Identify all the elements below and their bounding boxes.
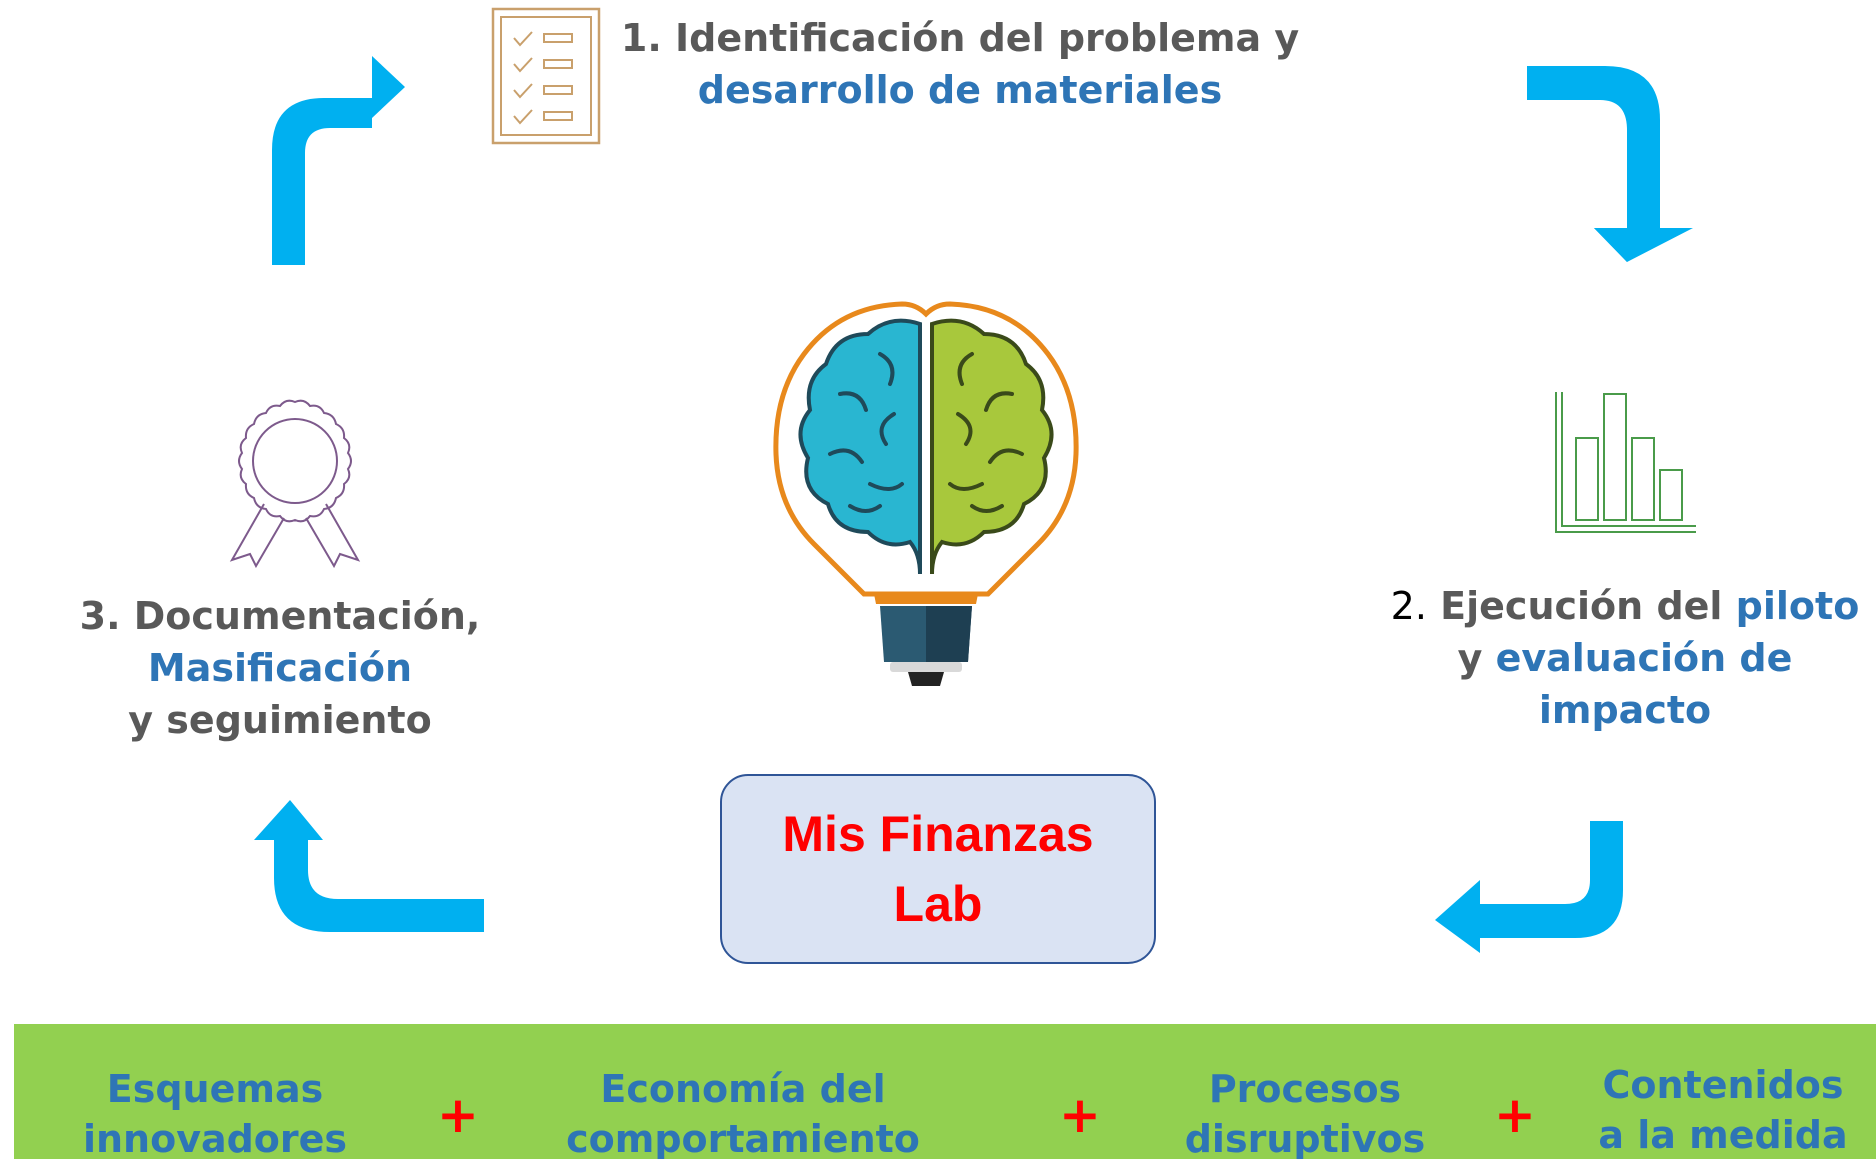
arrow-bottom-right: [1435, 821, 1623, 953]
step2-text-b: piloto: [1735, 584, 1860, 628]
step1-label: 1. Identificación del problema y desarro…: [600, 12, 1320, 116]
step2-line1: 2. Ejecución del piloto: [1380, 580, 1870, 632]
step1-line1: 1. Identificación del problema y: [620, 16, 1300, 60]
brain-lightbulb-icon: [773, 301, 1079, 686]
center-title-line2: Lab: [893, 876, 983, 932]
pillar-procesos-line1: Procesos: [1208, 1067, 1402, 1111]
step3-line1: 3. Documentación,: [79, 594, 481, 638]
pillar-economia-line1: Economía del: [600, 1067, 886, 1111]
center-title: Mis Finanzas Lab: [782, 799, 1093, 939]
pillar-contenidos: Contenidos a la medida: [1578, 1060, 1868, 1159]
plus-separator-1: +: [437, 1086, 479, 1144]
award-ribbon-icon: [229, 399, 361, 568]
step2-text-a: Ejecución del: [1426, 584, 1736, 628]
bar-chart-icon: [1555, 392, 1696, 533]
plus-separator-2: +: [1059, 1086, 1101, 1144]
center-title-line1: Mis Finanzas: [782, 806, 1094, 862]
bottom-pillars-bar: [14, 1024, 1876, 1159]
checklist-icon: [491, 7, 601, 145]
step2-text-d: evaluación de: [1495, 636, 1793, 680]
step2-label: 2. Ejecución del piloto y evaluación de …: [1380, 580, 1870, 736]
step3-line2: Masificación: [147, 646, 413, 690]
step2-line2: y evaluación de: [1380, 632, 1870, 684]
pillar-contenidos-line1: Contenidos: [1602, 1063, 1844, 1107]
pillar-esquemas-line1: Esquemas: [106, 1067, 324, 1111]
arrow-top-right: [1527, 66, 1693, 262]
center-title-box: Mis Finanzas Lab: [720, 774, 1156, 964]
plus-separator-3: +: [1494, 1086, 1536, 1144]
arrow-top-left: [272, 56, 405, 265]
pillar-esquemas-line2: innovadores: [82, 1117, 348, 1159]
pillar-procesos: Procesos disruptivos: [1170, 1064, 1440, 1159]
step2-line3: impacto: [1538, 688, 1712, 732]
pillar-procesos-line2: disruptivos: [1184, 1117, 1426, 1159]
step3-line3: y seguimiento: [128, 698, 432, 742]
pillar-economia-line2: comportamiento: [566, 1117, 920, 1159]
step2-number: 2.: [1390, 584, 1427, 628]
step1-line2: desarrollo de materiales: [697, 68, 1223, 112]
step2-text-c: y: [1457, 636, 1496, 680]
pillar-contenidos-line2: a la medida: [1598, 1113, 1848, 1157]
arrow-bottom-left: [254, 800, 484, 932]
step3-label: 3. Documentación, Masificación y seguimi…: [60, 590, 500, 746]
pillar-esquemas: Esquemas innovadores: [60, 1064, 370, 1159]
pillar-economia: Economía del comportamiento: [548, 1064, 938, 1159]
